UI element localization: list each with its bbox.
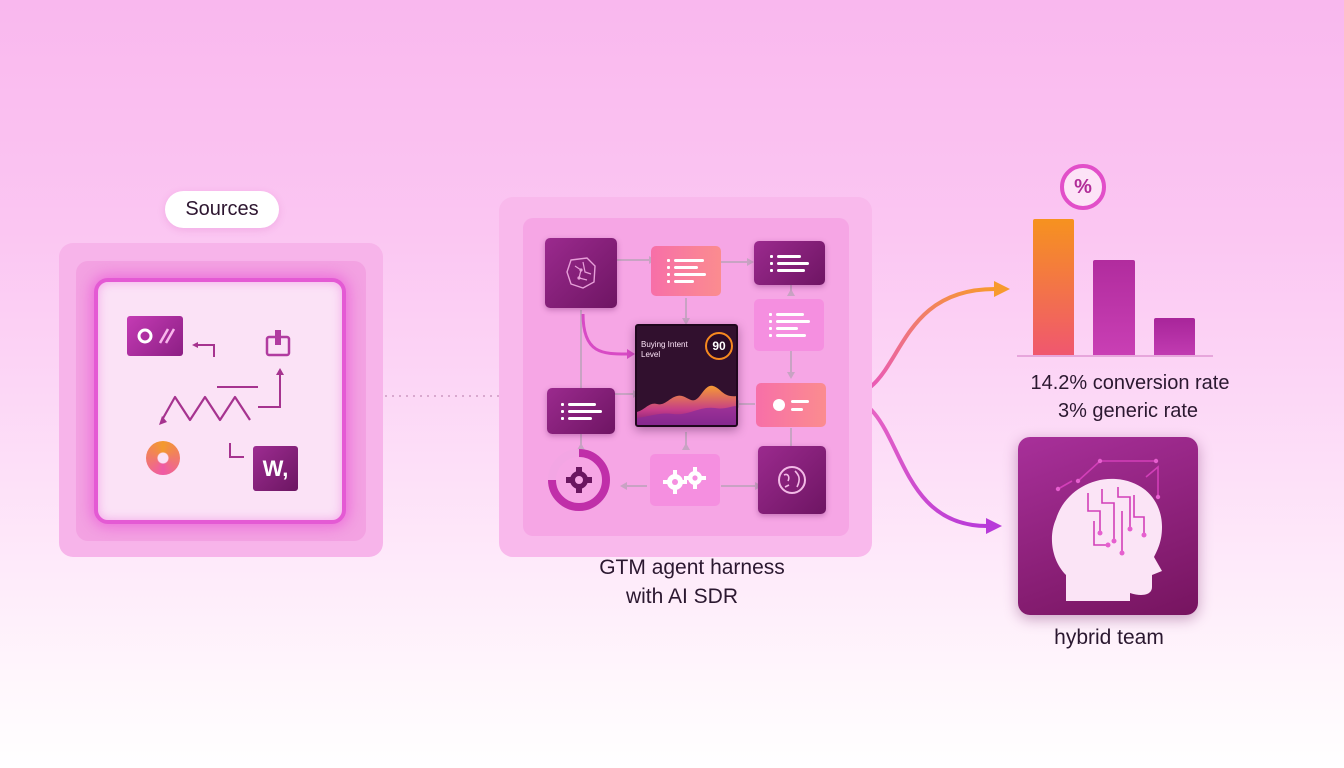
conversion-bar-mid [1093, 260, 1135, 355]
conversion-bar-high [1033, 219, 1074, 355]
node-contact [756, 383, 826, 427]
node-brain-sketch [545, 238, 617, 308]
buying-intent-card: Buying Intent Level 90 [635, 324, 738, 427]
node-list-top [651, 246, 721, 296]
ai-head-icon [1018, 437, 1198, 615]
node-gears [650, 454, 720, 506]
intent-area-chart [637, 372, 737, 427]
harness-caption-line1: GTM agent harness [572, 553, 812, 582]
globe-icon [775, 463, 809, 497]
node-list-left [547, 388, 615, 434]
hybrid-team-card [1018, 437, 1198, 615]
conversion-bar-low [1154, 318, 1195, 355]
node-list-right [754, 299, 824, 351]
sources-label: Sources [165, 191, 279, 228]
settings-progress-icon [545, 446, 613, 514]
hybrid-team-label: hybrid team [1020, 626, 1198, 650]
harness-caption-line2: with AI SDR [562, 582, 802, 611]
generic-rate-label: 3% generic rate [998, 400, 1258, 423]
brain-sketch-icon [561, 254, 601, 292]
gears-icon [657, 465, 713, 495]
node-globe [758, 446, 826, 514]
arrow-head-team [986, 518, 1002, 534]
bar-baseline [1017, 355, 1213, 357]
w-logo-icon: W, [253, 446, 298, 491]
arrow-head-conversion [994, 281, 1010, 297]
node-list-top-right [754, 241, 825, 285]
buying-intent-label: Buying Intent Level [641, 340, 705, 360]
orange-ring-icon [146, 441, 180, 475]
conversion-rate-label: 14.2% conversion rate [1000, 372, 1260, 395]
intent-score-badge: 90 [705, 332, 733, 360]
contact-dot-icon [773, 399, 785, 411]
percent-badge-icon: % [1060, 164, 1106, 210]
document-icon [264, 327, 294, 359]
